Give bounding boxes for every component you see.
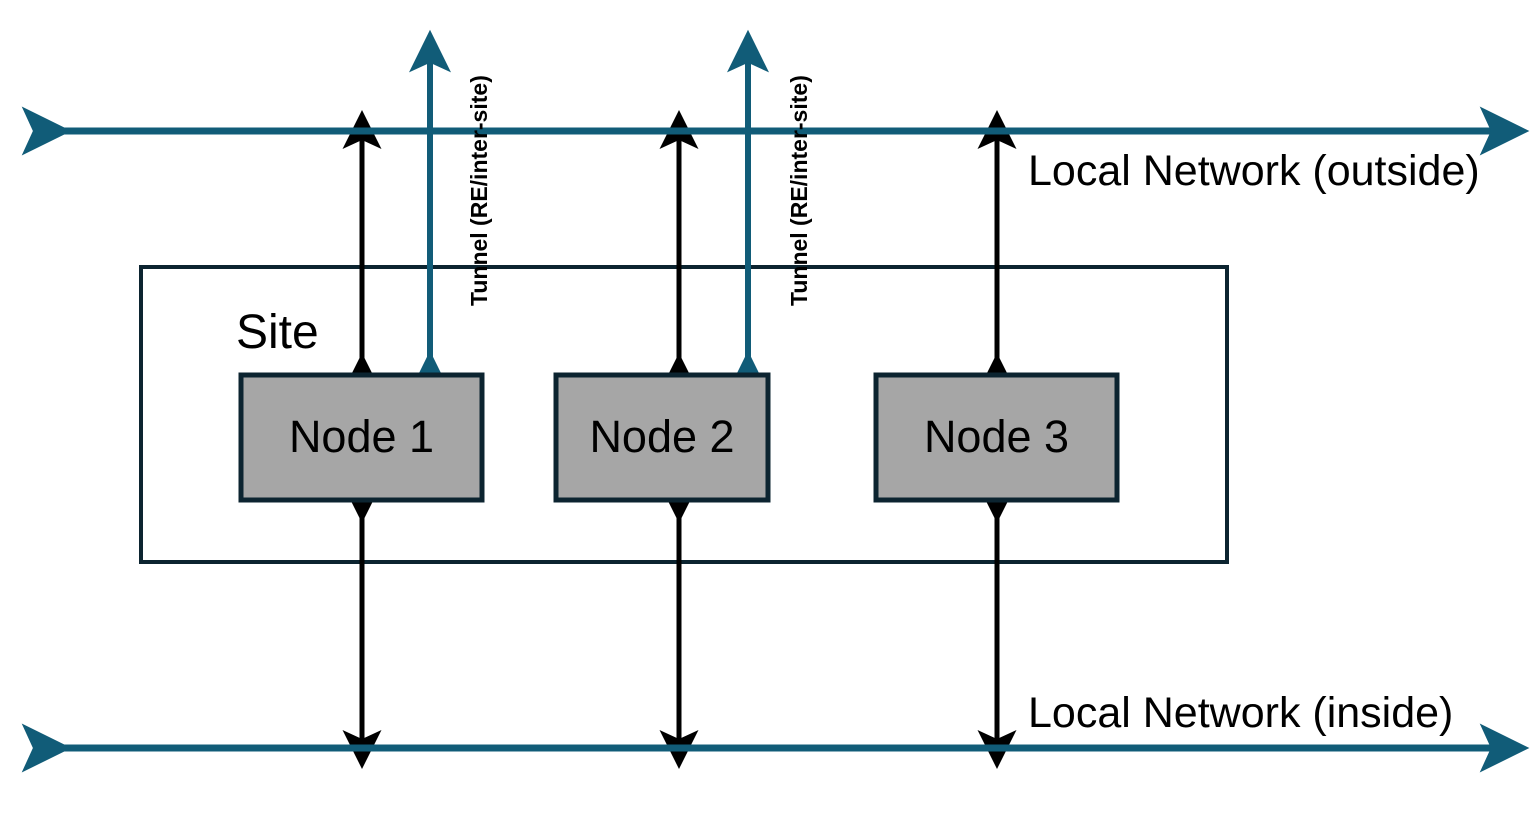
node-box-2[interactable] [553, 372, 771, 503]
tunnel-label-node-2: Tunnel (RE/inter-site) [786, 75, 812, 306]
node-box-3[interactable] [873, 372, 1120, 503]
node-label-1: Node 1 [288, 411, 435, 462]
node-box-1[interactable] [238, 372, 485, 503]
site-label: Site [236, 306, 319, 359]
local-network-outside-label: Local Network (outside) [1028, 147, 1480, 195]
node-label-2: Node 2 [589, 411, 735, 462]
node-label-3: Node 3 [923, 411, 1070, 462]
tunnel-label-node-1: Tunnel (RE/inter-site) [466, 75, 492, 306]
local-network-inside-label: Local Network (inside) [1028, 689, 1454, 737]
